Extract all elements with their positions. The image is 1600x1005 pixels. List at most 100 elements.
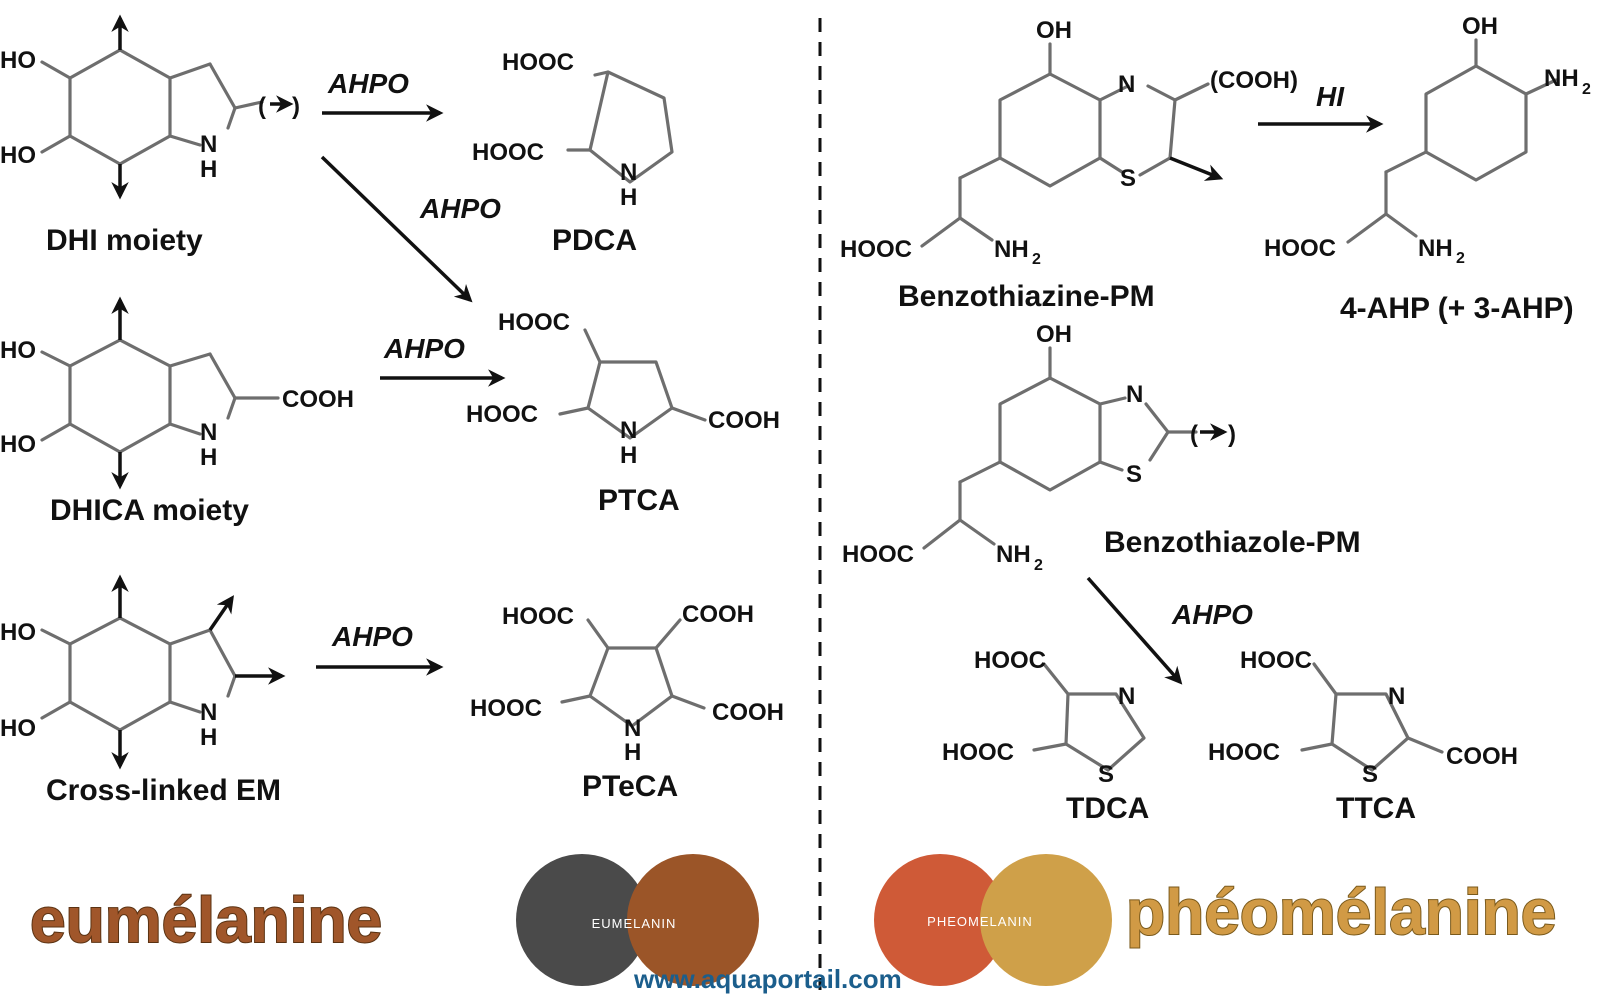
pheomelanin-circle-label: PHEOMELANIN bbox=[927, 914, 1033, 929]
pteca-cooh-right: COOH bbox=[712, 699, 784, 726]
ahp-label: 4-AHP (+ 3-AHP) bbox=[1340, 292, 1574, 325]
ptca-hooc-top: HOOC bbox=[498, 309, 570, 336]
benzothiazole-open-paren: ( bbox=[1190, 421, 1198, 448]
ahpo-label-dhica-ptca: AHPO bbox=[383, 333, 465, 364]
benzothiazine-n: N bbox=[1118, 71, 1135, 98]
pheomelanin-circle-red bbox=[874, 854, 1006, 986]
ahp-nh-bottom-sub: 2 bbox=[1456, 250, 1465, 267]
pteca-cooh-top: COOH bbox=[682, 601, 754, 628]
em-benzene-ring bbox=[68, 616, 172, 732]
benzothiazine-cooh: (COOH) bbox=[1210, 67, 1298, 94]
cross-linked-em-label: Cross-linked EM bbox=[46, 774, 281, 807]
ttca-n: N bbox=[1388, 683, 1405, 710]
pdca-n: N bbox=[620, 159, 637, 186]
benzothiazole-nh-sub: 2 bbox=[1034, 557, 1043, 574]
benzothiazine-oh: OH bbox=[1036, 17, 1072, 44]
benzothiazole-label: Benzothiazole-PM bbox=[1104, 526, 1361, 559]
benzothiazole-benzene-ring bbox=[998, 376, 1102, 492]
pdca-label: PDCA bbox=[552, 224, 637, 257]
ahpo-label-dhi-ptca: AHPO bbox=[419, 193, 501, 224]
pheomelanine-title: phéomélanine bbox=[1126, 876, 1556, 948]
em-n: N bbox=[200, 699, 217, 726]
ahpo-label-benzothiazole: AHPO bbox=[1171, 599, 1253, 630]
benzothiazole-nh: NH bbox=[996, 541, 1031, 568]
pdca-hooc-top: HOOC bbox=[502, 49, 574, 76]
tdca-structure: HOOC N HOOC S bbox=[942, 647, 1146, 788]
ahp-benzene-ring bbox=[1424, 64, 1528, 182]
pdca-hooc-left: HOOC bbox=[472, 139, 544, 166]
dhi-ho-bottom: HO bbox=[0, 142, 36, 169]
tdca-label: TDCA bbox=[1066, 792, 1149, 825]
eumelanine-title: eumélanine bbox=[30, 884, 382, 956]
benzothiazine-hooc: HOOC bbox=[840, 236, 912, 263]
pteca-n: N bbox=[624, 715, 641, 742]
benzothiazine-structure: OH N (COOH) S HOOC NH 2 bbox=[840, 17, 1298, 268]
ahpo-label-dhi-pdca: AHPO bbox=[327, 68, 409, 99]
ttca-cooh: COOH bbox=[1446, 743, 1518, 770]
ahp-nh-bottom: NH bbox=[1418, 235, 1453, 262]
dhica-ho-top: HO bbox=[0, 337, 36, 364]
ahp-hooc: HOOC bbox=[1264, 235, 1336, 262]
pteca-pyrrole-ring bbox=[588, 646, 674, 728]
ttca-label: TTCA bbox=[1336, 792, 1416, 825]
em-ho-top: HO bbox=[0, 619, 36, 646]
dhica-cooh: COOH bbox=[282, 386, 354, 413]
dhica-moiety-structure: HO HO N H COOH bbox=[0, 296, 354, 490]
pdca-pyrrole-ring bbox=[588, 70, 674, 184]
dhi-benzene-ring bbox=[68, 48, 172, 166]
pdca-structure: HOOC HOOC N H bbox=[472, 49, 674, 211]
hi-label: HI bbox=[1316, 81, 1345, 112]
pteca-hooc-top: HOOC bbox=[502, 603, 574, 630]
dhi-close-paren: ) bbox=[292, 93, 300, 120]
website-url[interactable]: www.aquaportail.com bbox=[633, 964, 902, 994]
ttca-s: S bbox=[1362, 761, 1378, 788]
dhi-moiety-label: DHI moiety bbox=[46, 224, 203, 257]
dhica-ho-bottom: HO bbox=[0, 431, 36, 458]
pteca-structure: HOOC COOH HOOC COOH N H bbox=[470, 601, 784, 766]
benzothiazole-oh: OH bbox=[1036, 321, 1072, 348]
benzothiazine-benzene-ring bbox=[998, 72, 1102, 188]
ptca-hooc-left: HOOC bbox=[466, 401, 538, 428]
tdca-n: N bbox=[1118, 683, 1135, 710]
benzothiazole-s: S bbox=[1126, 461, 1142, 488]
dhica-n: N bbox=[200, 419, 217, 446]
ttca-thiazole-ring bbox=[1330, 692, 1410, 772]
ttca-structure: HOOC N HOOC COOH S bbox=[1208, 647, 1518, 788]
ttca-hooc-left: HOOC bbox=[1208, 739, 1280, 766]
ahpo-label-em-pteca: AHPO bbox=[331, 621, 413, 652]
ahp-structure: OH NH 2 HOOC NH 2 bbox=[1264, 13, 1591, 267]
pteca-hooc-left: HOOC bbox=[470, 695, 542, 722]
ptca-structure: HOOC HOOC COOH N H bbox=[466, 309, 780, 469]
benzothiazine-label: Benzothiazine-PM bbox=[898, 280, 1155, 313]
ttca-hooc-top: HOOC bbox=[1240, 647, 1312, 674]
dhi-n: N bbox=[200, 131, 217, 158]
pdca-h: H bbox=[620, 184, 637, 211]
pteca-h: H bbox=[624, 739, 641, 766]
tdca-hooc-left: HOOC bbox=[942, 739, 1014, 766]
tdca-s: S bbox=[1098, 761, 1114, 788]
ptca-n: N bbox=[620, 417, 637, 444]
ahpo-arrow-benzothiazole bbox=[1086, 576, 1183, 685]
ptca-cooh-right: COOH bbox=[708, 407, 780, 434]
tdca-thiazole-ring bbox=[1064, 692, 1146, 772]
pteca-label: PTeCA bbox=[582, 770, 678, 803]
benzothiazole-hooc: HOOC bbox=[842, 541, 914, 568]
dhi-ho-top: HO bbox=[0, 47, 36, 74]
benzothiazine-s: S bbox=[1120, 165, 1136, 192]
ahp-oh: OH bbox=[1462, 13, 1498, 40]
tdca-hooc-top: HOOC bbox=[974, 647, 1046, 674]
benzothiazole-n: N bbox=[1126, 381, 1143, 408]
benzothiazole-structure: OH N S ( ) HOOC NH 2 bbox=[842, 321, 1236, 574]
ptca-h: H bbox=[620, 442, 637, 469]
em-ho-bottom: HO bbox=[0, 715, 36, 742]
pheomelanin-circle-gold bbox=[980, 854, 1112, 986]
benzothiazole-close-paren: ) bbox=[1228, 421, 1236, 448]
ahp-nh: NH bbox=[1544, 65, 1579, 92]
dhi-moiety-structure: HO HO N H ( ) bbox=[0, 14, 300, 200]
dhica-moiety-label: DHICA moiety bbox=[50, 494, 249, 527]
ptca-pyrrole-ring bbox=[586, 360, 674, 440]
benzothiazine-nh: NH bbox=[994, 236, 1029, 263]
ahpo-arrow-dhi-ptca bbox=[320, 155, 473, 303]
